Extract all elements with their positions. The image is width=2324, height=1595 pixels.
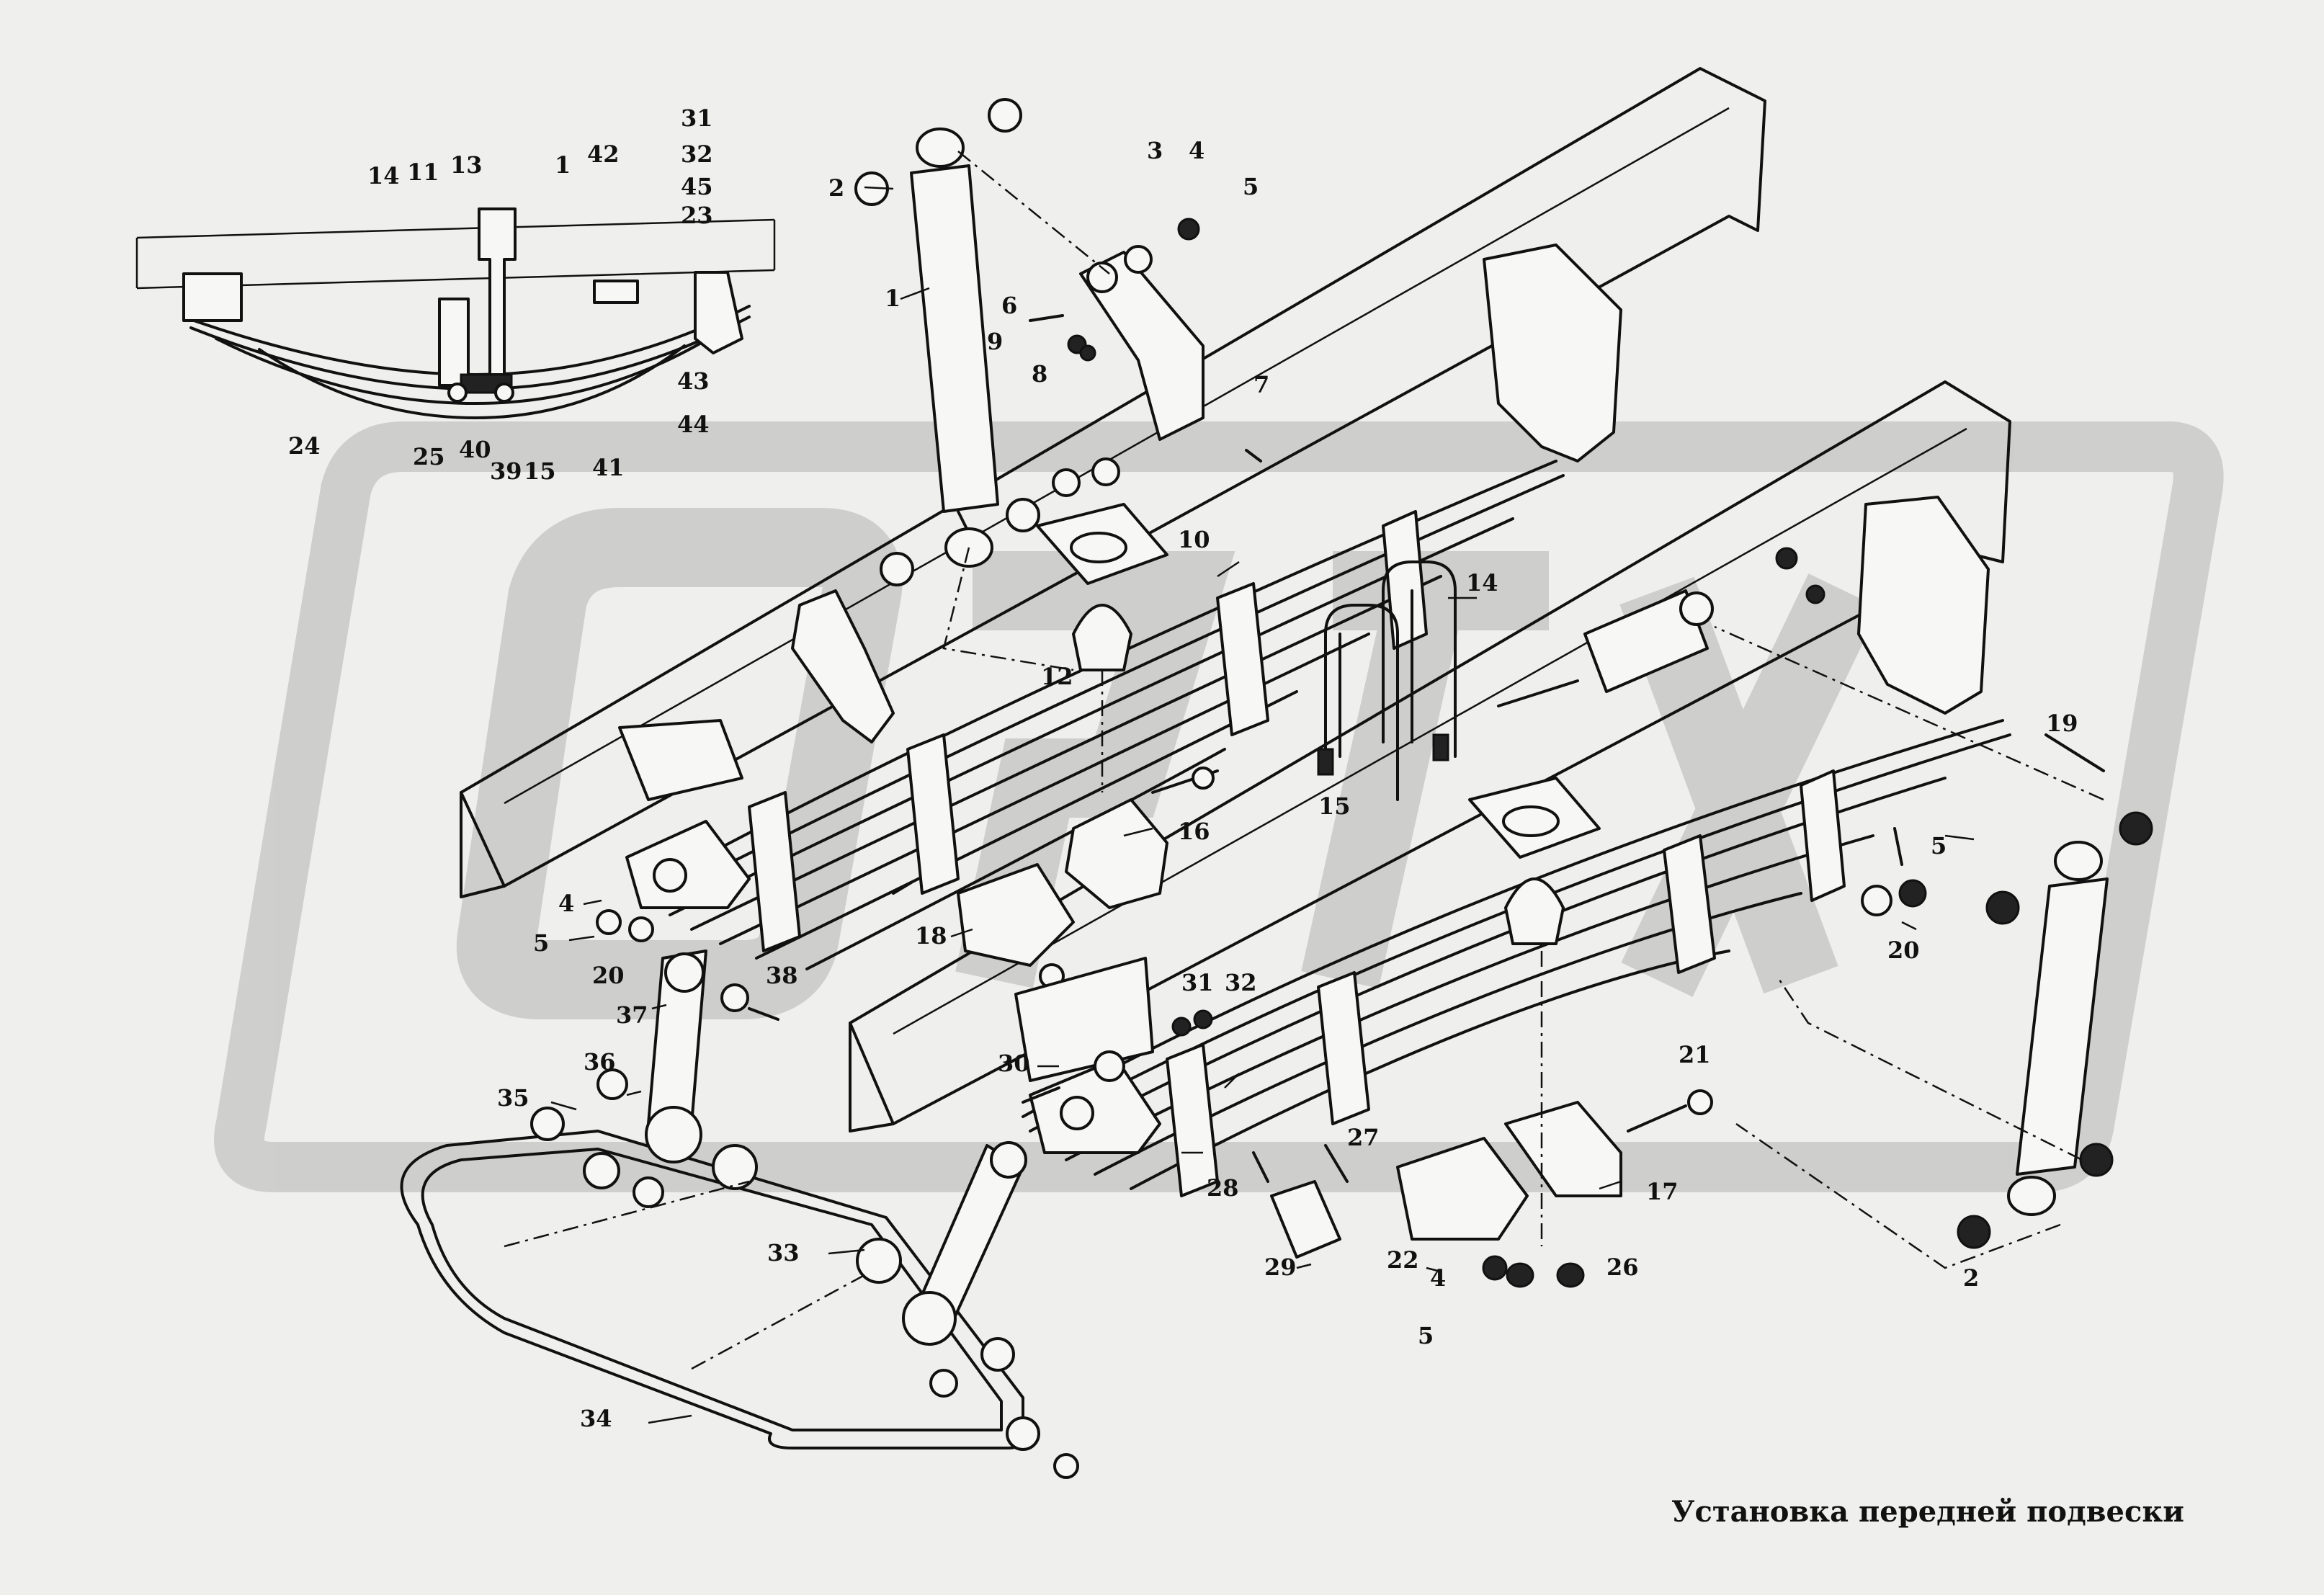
- callout-12: 12: [1041, 663, 1073, 690]
- callout-inset-11: 11: [407, 158, 439, 186]
- callout-29: 29: [1264, 1254, 1297, 1281]
- shock-absorber-left: [854, 98, 1120, 586]
- callout-inset-39: 39: [490, 457, 522, 485]
- callout-17: 17: [1646, 1178, 1679, 1205]
- callout-2-top: 2: [828, 174, 844, 202]
- callout-33: 33: [767, 1239, 800, 1266]
- callout-26: 26: [1606, 1254, 1639, 1281]
- callout-18: 18: [915, 922, 947, 950]
- callout-inset-41: 41: [592, 454, 625, 481]
- frame-rail-left: [460, 67, 1766, 898]
- callout-5-bottom: 5: [1418, 1322, 1434, 1349]
- callout-21: 21: [1679, 1041, 1711, 1068]
- callout-30: 30: [998, 1050, 1030, 1077]
- frame-brackets: [618, 244, 1990, 801]
- callout-inset-24: 24: [288, 432, 321, 460]
- callout-inset-45: 45: [681, 173, 713, 200]
- callout-inset-13: 13: [450, 151, 483, 179]
- inset-view: [135, 207, 776, 419]
- callout-2-right: 2: [1963, 1264, 1979, 1292]
- callout-4-top: 4: [1189, 137, 1205, 164]
- stabilizer-brackets: [892, 767, 1713, 1241]
- diagram-caption: Установка передней подвески: [1671, 1495, 2184, 1529]
- callout-6: 6: [1001, 292, 1017, 319]
- callout-inset-32: 32: [681, 140, 713, 168]
- callout-5-left: 5: [533, 929, 549, 957]
- pins: [1252, 1144, 1585, 1288]
- callout-15: 15: [1318, 792, 1351, 820]
- stabilizer-bar: [400, 1107, 1079, 1479]
- callout-35: 35: [497, 1084, 529, 1112]
- callout-38: 38: [766, 962, 798, 989]
- u-bolts: [1317, 560, 1457, 801]
- callout-inset-25: 25: [413, 443, 445, 470]
- callout-10: 10: [1178, 526, 1210, 553]
- shock-upper-bracket: [1029, 218, 1262, 463]
- callout-31: 31: [1181, 969, 1214, 996]
- callout-4-bottom: 4: [1430, 1264, 1446, 1292]
- callout-14: 14: [1466, 569, 1498, 597]
- callout-inset-40: 40: [459, 436, 491, 463]
- callout-labels: 14 11 13 1 42 31 32 45 23 24 25 40 39 15…: [288, 104, 2078, 1432]
- spring-rear-hardware: [1497, 547, 2105, 916]
- callout-37: 37: [616, 1001, 648, 1029]
- callout-inset-14: 14: [367, 162, 400, 189]
- callout-34: 34: [580, 1405, 612, 1432]
- callout-36: 36: [584, 1048, 616, 1076]
- callout-28: 28: [1207, 1174, 1239, 1202]
- callout-inset-31: 31: [681, 104, 713, 132]
- callout-inset-1: 1: [555, 151, 571, 179]
- shock-absorber-right: [1957, 811, 2153, 1249]
- callout-20-left: 20: [592, 962, 625, 989]
- callout-20-right: 20: [1887, 937, 1920, 964]
- callout-16: 16: [1178, 818, 1210, 845]
- callout-5-top: 5: [1243, 173, 1259, 200]
- callout-22: 22: [1387, 1246, 1419, 1274]
- lower-bracket: [849, 957, 1213, 1124]
- callout-inset-43: 43: [677, 367, 710, 395]
- callout-inset-44: 44: [677, 411, 710, 438]
- callout-8: 8: [1032, 360, 1047, 388]
- callout-leaders: [550, 186, 1975, 1424]
- spring-front-hangers: [625, 820, 1161, 1154]
- callout-3: 3: [1147, 137, 1163, 164]
- callout-32: 32: [1225, 969, 1257, 996]
- callout-7: 7: [1253, 371, 1269, 398]
- callout-4-left: 4: [558, 890, 574, 917]
- callout-inset-23: 23: [681, 202, 713, 229]
- callout-27: 27: [1347, 1124, 1380, 1151]
- stabilizer-links: [596, 909, 1027, 1372]
- callout-9: 9: [987, 328, 1003, 355]
- callout-1: 1: [885, 285, 900, 312]
- construction-lines: [504, 151, 2104, 1370]
- callout-inset-15: 15: [524, 457, 556, 485]
- callout-5-right: 5: [1931, 832, 1947, 859]
- bump-stops: [1036, 503, 1601, 945]
- callout-19: 19: [2046, 710, 2078, 737]
- callout-inset-42: 42: [587, 140, 620, 168]
